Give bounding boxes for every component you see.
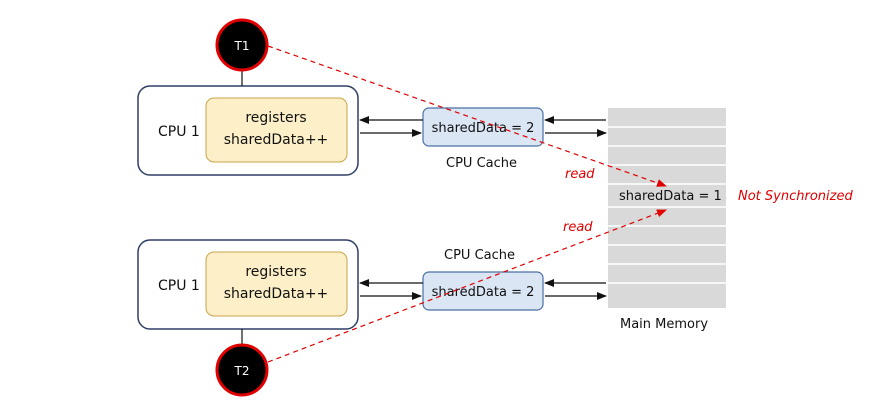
cache-value: sharedData = 2 xyxy=(432,121,535,136)
thread-label: T2 xyxy=(234,364,250,378)
cache-box xyxy=(422,107,544,147)
cache-box xyxy=(422,271,544,311)
read-arrow-top xyxy=(267,45,667,187)
status-label: Not Synchronized xyxy=(738,189,853,204)
read-label-top: read xyxy=(565,167,595,182)
read-arrow-bottom xyxy=(267,209,667,363)
registers-box xyxy=(205,97,348,163)
cache-label: CPU Cache xyxy=(444,248,515,263)
cache-bottom: sharedData = 2 CPU Cache xyxy=(422,248,544,311)
read-label-bottom: read xyxy=(563,220,593,235)
memory-cell-dividers xyxy=(608,126,726,284)
memory-cell-value: sharedData = 1 xyxy=(619,189,722,204)
thread-t2: T2 xyxy=(215,343,269,397)
registers-label: registers xyxy=(245,264,306,280)
cache-value: sharedData = 2 xyxy=(432,285,535,300)
cache-label: CPU Cache xyxy=(446,156,517,171)
thread-label: T1 xyxy=(234,39,250,53)
main-memory: sharedData = 1 Main Memory xyxy=(608,108,726,332)
register-operation: sharedData++ xyxy=(224,132,329,148)
cpu-top: CPU 1 registers sharedData++ xyxy=(137,85,359,176)
memory-label: Main Memory xyxy=(620,317,708,332)
thread-circle xyxy=(215,343,269,397)
registers-box xyxy=(205,251,348,317)
cpu-label: CPU 1 xyxy=(158,124,200,140)
thread-t1: T1 xyxy=(215,18,269,72)
memory-block xyxy=(608,108,726,308)
cpu-bottom: CPU 1 registers sharedData++ xyxy=(137,239,359,330)
registers-label: registers xyxy=(245,110,306,126)
thread-circle xyxy=(215,18,269,72)
arrows-bottom xyxy=(359,279,607,300)
cpu-label: CPU 1 xyxy=(158,278,200,294)
cache-top: sharedData = 2 CPU Cache xyxy=(422,107,544,171)
arrows-top xyxy=(359,116,607,137)
register-operation: sharedData++ xyxy=(224,286,329,302)
